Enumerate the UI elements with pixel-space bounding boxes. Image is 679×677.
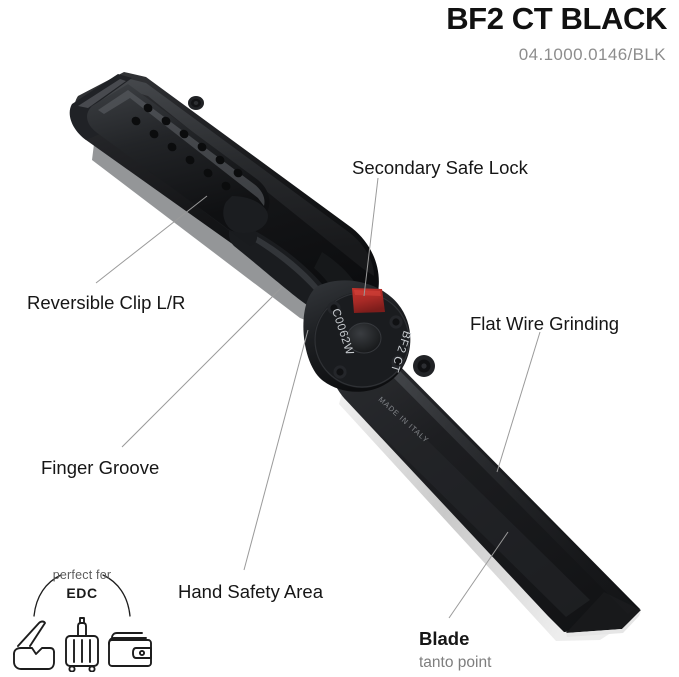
callout-secondary-safe-lock: Secondary Safe Lock (352, 157, 528, 178)
pivot-thumb-disc (347, 323, 381, 353)
blade-tip-edge (566, 611, 641, 637)
pocket-clip-holes (131, 103, 243, 191)
callout-blade-sublabel: tanto point (419, 654, 492, 671)
safe-lock-highlight (354, 290, 381, 296)
edc-arc-right (102, 574, 131, 617)
suitcase-icon (65, 617, 99, 673)
pivot-screws (327, 301, 405, 379)
edc-arc-left (33, 574, 62, 617)
handle-butt (69, 74, 132, 140)
edc-acronym: EDC (66, 585, 98, 601)
handle-butt-highlight (78, 79, 126, 108)
page-title: BF2 CT BLACK (446, 1, 667, 36)
callout-hand-safety-area: Hand Safety Area (178, 581, 324, 602)
pocket-clip-highlight (98, 90, 265, 206)
edc-badge: perfect for EDC (6, 568, 158, 673)
hand-safety-area-highlight (240, 228, 318, 290)
blade-group: MADE IN ITALY (327, 334, 641, 641)
blade-body (327, 334, 640, 632)
pivot-thumb-rim (346, 322, 382, 354)
blade-flat-grind (344, 372, 590, 617)
stop-pin (413, 355, 435, 377)
edc-perfect-for-text: perfect for (52, 568, 112, 582)
callout-reversible-clip: Reversible Clip L/R (27, 292, 186, 313)
folding-knife-icon (13, 620, 55, 670)
callout-flat-wire-grinding: Flat Wire Grinding (470, 313, 620, 334)
callout-finger-groove: Finger Groove (41, 457, 160, 478)
wallet-icon (108, 632, 152, 667)
hand-safety-area-recess (228, 222, 328, 316)
callout-blade: Blade (419, 628, 470, 649)
edc-icons-svg (13, 574, 152, 673)
blade-spine-highlight (336, 337, 636, 614)
pocket-clip-group (87, 84, 270, 234)
pivot-assembly-group: C0062W BF2 CT (303, 280, 435, 392)
pocket-clip-foot (223, 196, 268, 234)
clip-screw (188, 96, 204, 110)
model-code: 04.1000.0146/BLK (518, 45, 666, 64)
